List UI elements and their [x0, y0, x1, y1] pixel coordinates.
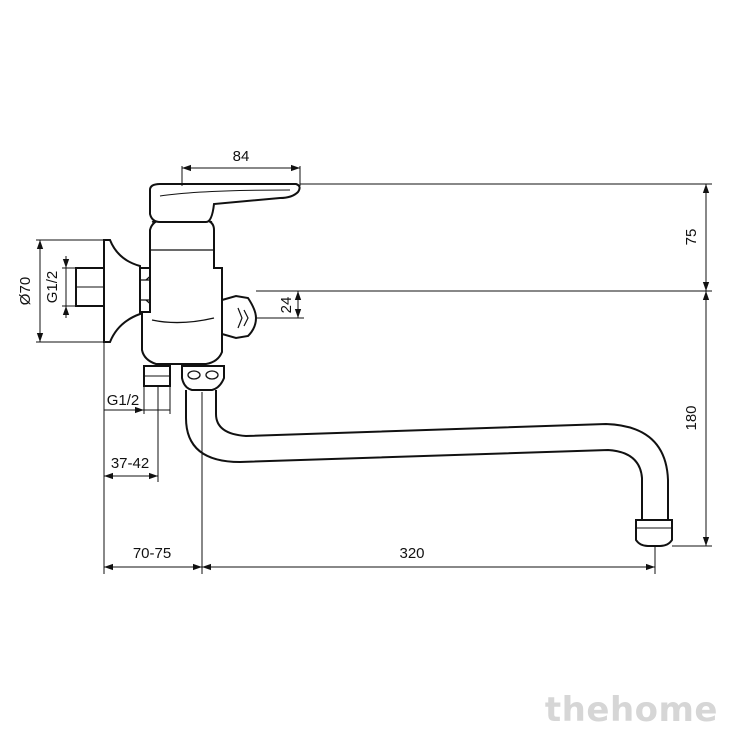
dim-label-84: 84 — [233, 148, 250, 165]
spout-swivel — [181, 365, 225, 391]
dim-label-70-75: 70-75 — [133, 545, 171, 562]
dimension-lines — [36, 164, 712, 574]
dim-label-75: 75 — [683, 229, 700, 246]
dim-label-37-42: 37-42 — [111, 455, 149, 472]
diverter-knob — [221, 294, 258, 340]
spout-tube — [185, 390, 643, 520]
dim-label-24: 24 — [278, 297, 295, 314]
dim-label-320: 320 — [399, 545, 424, 562]
faucet-body — [141, 219, 223, 365]
dim-label-inlet-g12: G1/2 — [44, 271, 61, 304]
dim-label-outlet-g12: G1/2 — [107, 392, 140, 409]
dim-label-180: 180 — [683, 405, 700, 430]
dim-label-d70: Ø70 — [17, 277, 34, 305]
faucet-outline — [75, 183, 673, 547]
wall-rosette — [103, 239, 141, 343]
spout-aerator — [635, 519, 673, 547]
watermark-logo: thehome — [544, 690, 718, 730]
